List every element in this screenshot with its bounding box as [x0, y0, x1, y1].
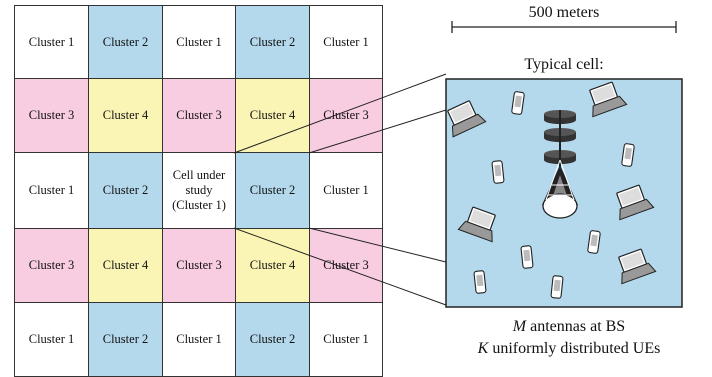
cluster-cell: Cluster 3: [162, 78, 236, 153]
cluster-cell: Cluster 4: [88, 228, 163, 303]
cluster-cell: Cluster 3: [162, 228, 236, 303]
cluster-cell: Cluster 1: [14, 152, 89, 229]
phone-icon: [520, 245, 534, 269]
laptop-icon: [616, 184, 655, 221]
phone-icon: [587, 230, 601, 254]
zoom-line-top-right: [308, 109, 447, 154]
base-station-tower-icon: [542, 110, 578, 219]
zoom-line-bottom-left: [233, 227, 447, 306]
scale-bar-label: 500 meters: [528, 4, 600, 21]
cluster-cell: Cluster 2: [235, 152, 310, 229]
diagram-graphics: [233, 21, 683, 308]
cluster-cell: Cluster 2: [88, 152, 163, 229]
scale-bar: [451, 21, 677, 33]
caption-users: K uniformly distributed UEs: [436, 340, 702, 358]
laptop-icon: [589, 81, 628, 118]
phone-icon: [621, 143, 635, 167]
cluster-cell: Cluster 3: [14, 228, 89, 303]
cluster-cell: Cluster 3: [309, 78, 383, 153]
laptop-icon: [457, 206, 496, 243]
phone-icon: [511, 91, 525, 115]
cluster-cell: Cluster 1: [309, 152, 383, 229]
zoom-line-top-left: [233, 73, 447, 154]
caption-m-symbol: M: [512, 318, 527, 335]
laptop-icon: [618, 248, 657, 285]
cluster-cell: Cluster 1: [309, 302, 383, 377]
cluster-cell: Cluster 1: [14, 302, 89, 377]
cluster-cell: Cluster 3: [14, 78, 89, 153]
caption-k-symbol: K: [477, 340, 489, 357]
cluster-cell: Cell under study (Cluster 1): [162, 152, 236, 229]
typical-cell-title: Typical cell:: [524, 56, 604, 73]
phone-icon: [550, 275, 564, 299]
cluster-cell: Cluster 1: [309, 5, 383, 79]
cluster-cell: Cluster 4: [235, 78, 310, 153]
cluster-cell: Cluster 1: [14, 5, 89, 79]
phone-icon: [473, 270, 487, 294]
laptop-icon: [447, 100, 487, 138]
cluster-cell: Cluster 1: [162, 5, 236, 79]
caption-k-text: uniformly distributed UEs: [488, 340, 661, 357]
phone-icon: [491, 160, 505, 184]
caption-m-text: antennas at BS: [526, 318, 626, 335]
cluster-cell: Cluster 4: [88, 78, 163, 153]
caption-antennas: M antennas at BS: [436, 318, 702, 336]
zoom-line-bottom-right: [308, 227, 447, 263]
